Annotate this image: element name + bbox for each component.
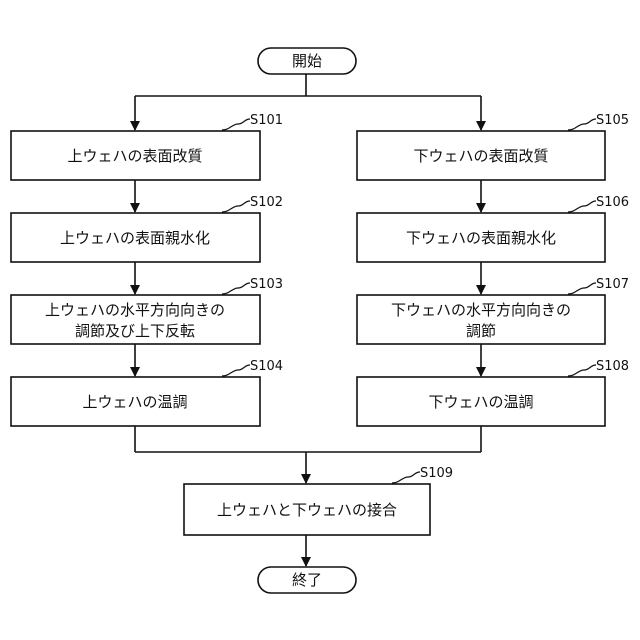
step-text-s109: 上ウェハと下ウェハの接合	[217, 501, 397, 519]
leader-s104	[222, 365, 250, 376]
step-box-s103: 上ウェハの水平方向向きの 調節及び上下反転	[11, 295, 260, 344]
leader-s102	[222, 201, 250, 212]
step-label-s108: S108	[596, 359, 629, 374]
step-text-s103-line2: 調節及び上下反転	[75, 322, 195, 340]
step-box-s105: 下ウェハの表面改質	[357, 131, 605, 180]
leader-s103	[222, 283, 250, 294]
end-terminal: 終了	[258, 567, 356, 593]
step-box-s108: 下ウェハの温調	[357, 377, 605, 426]
start-label: 開始	[292, 52, 322, 70]
step-label-s109: S109	[420, 466, 453, 481]
leader-s108	[568, 365, 596, 376]
step-label-s101: S101	[250, 113, 283, 128]
leader-s106	[568, 201, 596, 212]
step-label-s106: S106	[596, 195, 629, 210]
leader-s101	[222, 119, 250, 130]
step-text-s105: 下ウェハの表面改質	[413, 147, 548, 165]
step-text-s106: 下ウェハの表面親水化	[406, 229, 556, 247]
end-label: 終了	[292, 571, 322, 589]
step-label-s103: S103	[250, 277, 283, 292]
leader-s105	[568, 119, 596, 130]
leader-s107	[568, 283, 596, 294]
step-box-s104: 上ウェハの温調	[11, 377, 260, 426]
step-text-s107-line1: 下ウェハの水平方向向きの	[391, 301, 571, 319]
step-text-s101: 上ウェハの表面改質	[67, 147, 202, 165]
leader-s109	[392, 472, 420, 483]
step-label-s107: S107	[596, 277, 629, 292]
step-text-s102: 上ウェハの表面親水化	[60, 229, 210, 247]
step-box-s101: 上ウェハの表面改質	[11, 131, 260, 180]
step-label-s102: S102	[250, 195, 283, 210]
step-label-s105: S105	[596, 113, 629, 128]
step-text-s108: 下ウェハの温調	[428, 393, 533, 411]
step-text-s103-line1: 上ウェハの水平方向向きの	[45, 301, 225, 319]
step-box-s106: 下ウェハの表面親水化	[357, 213, 605, 262]
start-terminal: 開始	[258, 48, 356, 74]
step-label-s104: S104	[250, 359, 283, 374]
step-box-s109: 上ウェハと下ウェハの接合	[184, 484, 430, 535]
step-box-s102: 上ウェハの表面親水化	[11, 213, 260, 262]
step-box-s107: 下ウェハの水平方向向きの 調節	[357, 295, 605, 344]
step-text-s104: 上ウェハの温調	[82, 393, 187, 411]
step-text-s107-line2: 調節	[466, 322, 496, 340]
